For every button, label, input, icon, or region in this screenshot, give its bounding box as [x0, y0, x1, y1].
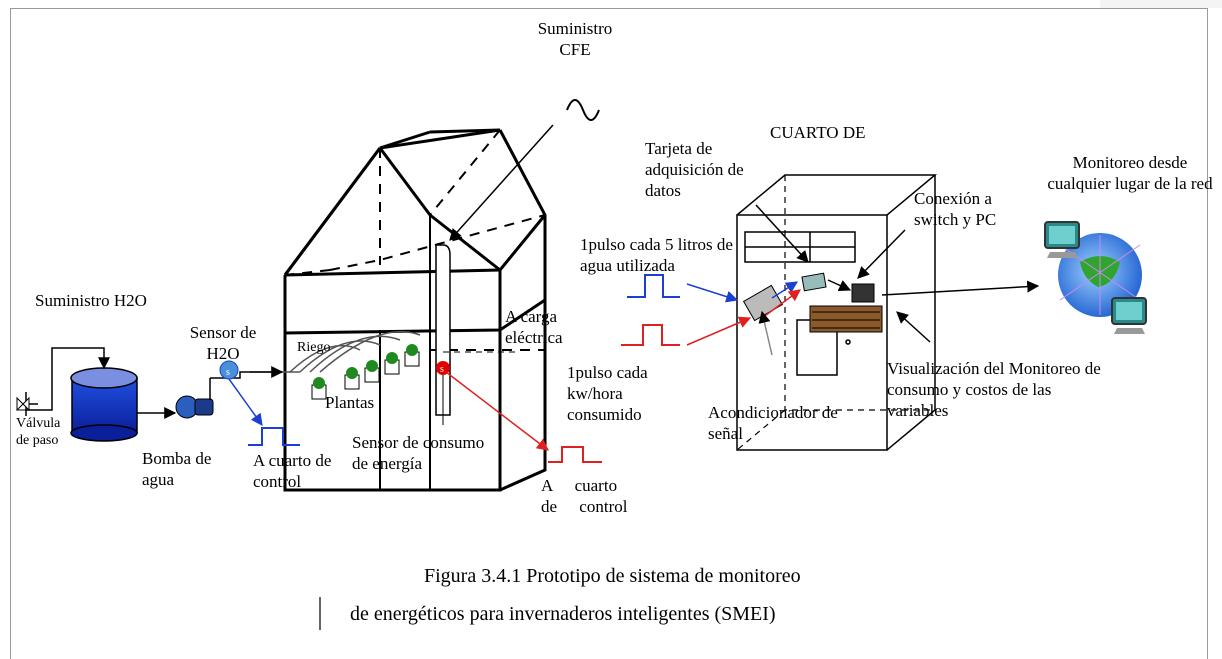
ac-signal-icon [566, 99, 600, 121]
monitor-icon-2 [1111, 297, 1147, 334]
label-a-carga: A carga eléctrica [505, 307, 563, 347]
caption-line-1: Figura 3.4.1 Prototipo de sistema de mon… [424, 565, 801, 587]
label-riego: Riego [297, 340, 331, 355]
energy-pulse-1 [548, 446, 602, 463]
energy-pulse-2 [621, 324, 680, 346]
switch-callout-arrow [857, 229, 906, 279]
label-bomba: Bomba de agua [142, 449, 212, 489]
water-signal-arrow [228, 378, 263, 426]
label-a-cuarto-1: A cuarto de control [253, 451, 332, 491]
page-margin [1100, 0, 1222, 8]
daq-callout-arrow [755, 204, 809, 263]
network-globe-icon [1058, 233, 1142, 317]
label-suministro-h2o: Suministro H2O [35, 291, 147, 310]
valve-icon [15, 396, 31, 411]
label-tarjeta: Tarjeta de adquisición de datos [645, 139, 744, 200]
label-sensor-consumo: Sensor de consumo de energía [352, 433, 485, 473]
label-conexion: Conexión a switch y PC [914, 189, 997, 229]
greenhouse-hidden-lines [284, 129, 546, 351]
label-a-cuarto-2: A cuarto de control [541, 476, 628, 516]
energy-signal-arrow [445, 371, 549, 451]
water-inlet-pipe [26, 347, 110, 411]
water-sensor-marker: s [226, 367, 230, 378]
label-acondicionador: Acondicionador de señal [708, 403, 838, 443]
water-pulse-2 [627, 274, 680, 298]
label-pulso-kw: 1pulso cada kw/hora consumido [567, 363, 648, 424]
conditioner-callout-arrow [758, 310, 773, 356]
energy-sensor-marker: s [440, 364, 444, 375]
pump-icon [175, 395, 214, 419]
network-arrow [881, 280, 1040, 296]
label-valvula: Válvula de paso [16, 416, 61, 448]
plants-icon [311, 344, 420, 400]
visualization-callout-arrow [896, 311, 931, 343]
energy-in-arrow [686, 316, 752, 346]
water-pulse-1 [248, 427, 300, 446]
label-pulso-agua: 1pulso cada 5 litros de agua utilizada [580, 235, 733, 275]
greenhouse [283, 128, 547, 492]
caption-line-2: de energéticos para invernaderos intelig… [350, 603, 776, 625]
monitor-icon [1044, 221, 1080, 258]
water-tank-icon [70, 367, 138, 442]
label-visualizacion: Visualización del Monitoreo de consumo y… [887, 359, 1101, 420]
label-sensor-h2o: Sensor de H2O [189, 323, 257, 363]
daq-card-icon [801, 272, 827, 292]
cfe-supply-arrow [449, 124, 554, 241]
figure-frame [10, 8, 1208, 659]
label-cuarto-control: CUARTO DE CONTROL [770, 123, 866, 142]
water-in-arrow [686, 283, 739, 303]
label-plantas: Plantas [325, 393, 375, 412]
label-suministro-cfe: Suministro CFE [537, 19, 613, 59]
computer-icon [809, 283, 883, 333]
label-monitoreo-red: Monitoreo desde cualquier lugar de la re… [1047, 153, 1213, 193]
